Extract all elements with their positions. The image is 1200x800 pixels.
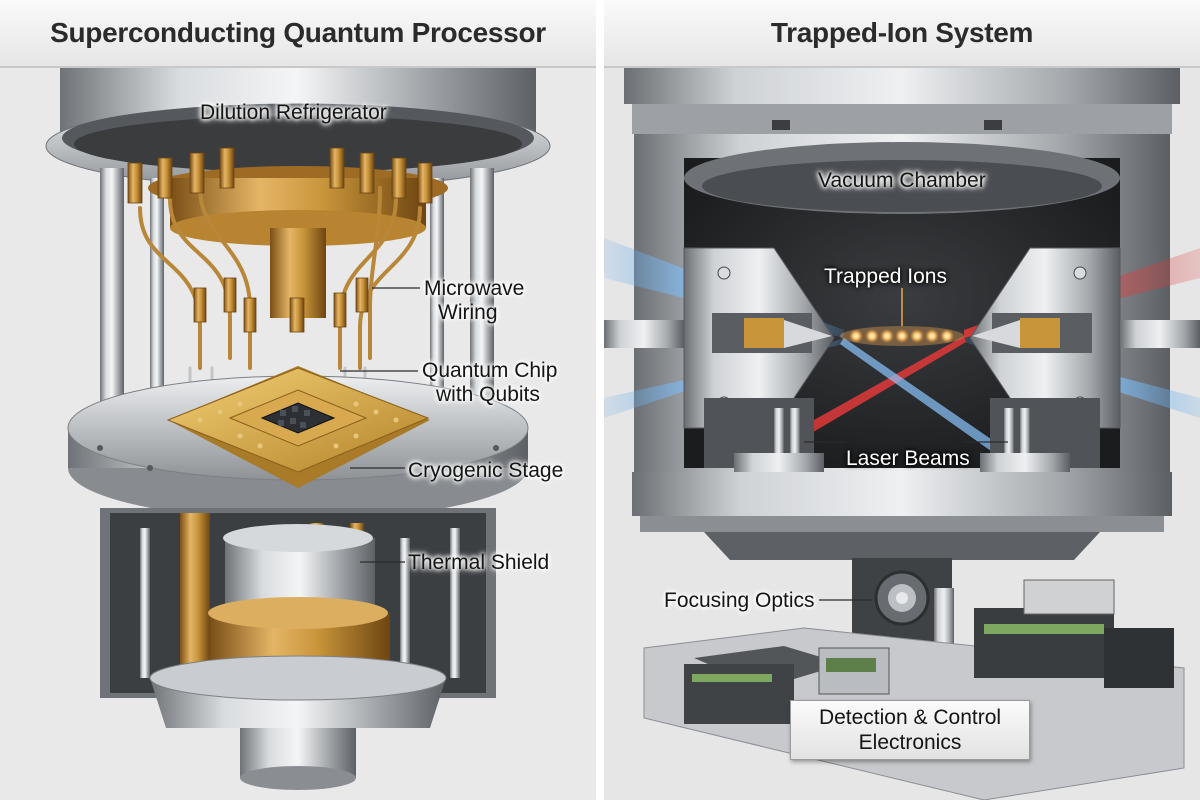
detection-electronics-callout: Detection & Control Electronics: [790, 700, 1030, 760]
right-panel-title: Trapped-Ion System: [770, 17, 1034, 48]
right-panel-header: Trapped-Ion System: [604, 0, 1200, 68]
cryogenic-stage-label: Cryogenic Stage: [408, 459, 564, 482]
electronics-base: [643, 579, 1185, 800]
quantum-chip: [166, 366, 430, 488]
trapped-ion-panel: Trapped-Ion System: [604, 0, 1200, 800]
panel-divider: [596, 0, 604, 800]
leader-lines: [340, 287, 420, 563]
right-electrode-mount: [969, 247, 1200, 429]
trapped-ions: [840, 326, 964, 346]
bottom-housing: [149, 655, 447, 790]
superconducting-panel: Superconducting Quantum Processor: [0, 0, 596, 800]
leader-lines: [804, 441, 1008, 601]
trapped-ions-label: Trapped Ions: [824, 265, 947, 288]
focusing-optics-label: Focusing Optics: [664, 589, 815, 612]
detection-label-line2: Electronics: [858, 731, 962, 754]
laser-beams-label: Laser Beams: [846, 447, 970, 470]
chamber-top-flange: [624, 68, 1180, 152]
detection-label-line1: Detection & Control: [818, 706, 1002, 729]
microwave-wiring-label-line1: Microwave: [424, 277, 525, 300]
thermal-shield-label: Thermal Shield: [408, 551, 550, 574]
microwave-wiring-label-line2: Wiring: [438, 301, 498, 324]
left-panel-title: Superconducting Quantum Processor: [50, 17, 546, 48]
dilution-refrigerator-label: Dilution Refrigerator: [200, 101, 387, 124]
dilution-refrigerator-illustration: [0, 68, 596, 800]
vacuum-chamber-illustration: [604, 68, 1200, 800]
quantum-chip-label-line1: Quantum Chip: [422, 359, 558, 382]
coax-connectors: [127, 147, 433, 333]
vacuum-chamber-label: Vacuum Chamber: [818, 169, 986, 192]
chamber-base-ring: [632, 472, 1172, 560]
left-electrode-mount: [604, 247, 835, 429]
left-panel-header: Superconducting Quantum Processor: [0, 0, 596, 68]
quantum-chip-label-line2: with Qubits: [436, 383, 540, 406]
